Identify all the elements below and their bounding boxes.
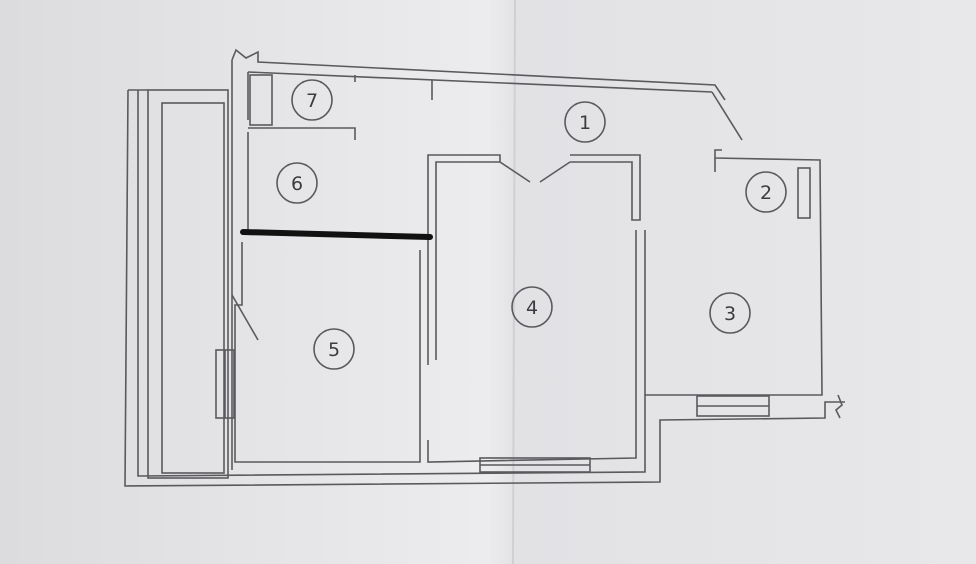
room-number: 3 xyxy=(724,303,736,325)
room-number: 7 xyxy=(306,90,318,112)
room-5-label: 5 xyxy=(313,328,355,370)
room-number: 1 xyxy=(579,112,591,134)
room-labels: 1 2 3 4 5 6 7 xyxy=(276,79,787,370)
room-6-label: 6 xyxy=(276,162,318,204)
room-number: 5 xyxy=(328,339,340,361)
room-number: 6 xyxy=(291,173,303,195)
room-7-label: 7 xyxy=(291,79,333,121)
walls xyxy=(124,48,845,487)
room-1-label: 1 xyxy=(564,101,606,143)
room-2-label: 2 xyxy=(745,171,787,213)
room-number: 2 xyxy=(760,182,772,204)
room-4-label: 4 xyxy=(511,286,553,328)
marked-wall-line xyxy=(240,229,433,240)
room-number: 4 xyxy=(526,297,538,319)
room-3-label: 3 xyxy=(709,292,751,334)
paper-fold xyxy=(512,0,516,564)
